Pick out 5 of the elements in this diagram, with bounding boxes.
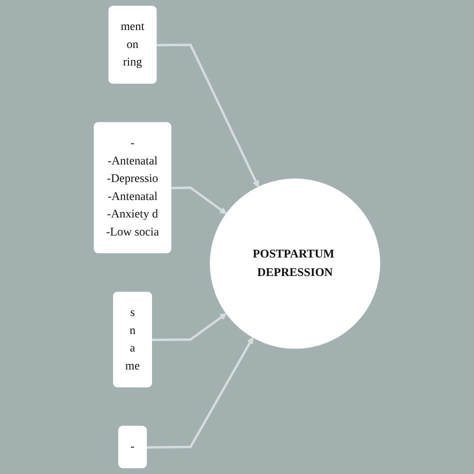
node-circle: POSTPARTUM DEPRESSION bbox=[210, 178, 380, 349]
arrow bbox=[152, 313, 227, 342]
arrow bbox=[156, 44, 259, 188]
arrow bbox=[146, 336, 254, 449]
arrow bbox=[171, 186, 227, 214]
